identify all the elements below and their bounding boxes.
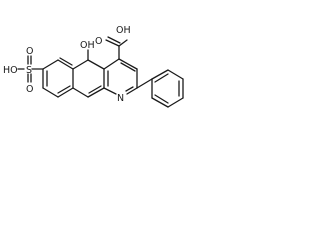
label-hydroxy: OH <box>80 40 95 51</box>
label-carboxyl-oh: OH <box>116 25 131 36</box>
bond-c-o-double-b <box>107 36 121 44</box>
bond-c-oh <box>118 39 128 47</box>
bond-pyr-1 <box>118 58 138 70</box>
bond-left-1-inner <box>59 57 73 66</box>
bond-left-5 <box>57 87 74 98</box>
label-sulfonyl-o-bottom: O <box>26 84 33 95</box>
bond-left-5-inner <box>57 85 71 94</box>
bond-pyr-3 <box>126 87 138 95</box>
label-nitrogen: N <box>117 93 124 104</box>
left-ring <box>42 57 74 98</box>
structure-svg: O OH N <box>3 25 184 108</box>
label-sulfur: S <box>26 65 32 76</box>
bond-pyr-4 <box>103 87 117 95</box>
bond-c-o-double-a <box>105 39 120 47</box>
middle-ring <box>72 59 105 98</box>
phenyl-ring <box>136 69 184 108</box>
bond-pyr-6 <box>103 58 120 70</box>
bond-pyr-3-inner <box>125 86 134 92</box>
label-sulfonyl-oh: HO <box>3 65 18 76</box>
bond-ph-1-inner <box>154 73 169 83</box>
bond-ph-5 <box>151 97 169 108</box>
hydroxy-group: OH <box>80 40 95 61</box>
bond-left-1 <box>57 59 74 70</box>
bond-mid-5-inner <box>88 85 102 94</box>
bond-mid-2 <box>72 59 89 70</box>
molecule-diagram: O OH N <box>0 0 244 148</box>
label-sulfonyl-o-top: O <box>26 46 33 57</box>
label-carboxyl-o: O <box>95 36 102 47</box>
bond-ph-5-inner <box>154 94 169 104</box>
sulfonic-acid-group: O S O HO <box>3 46 44 95</box>
bond-mid-5 <box>87 87 105 98</box>
bond-phenyl-link <box>136 78 153 89</box>
bond-pyr-1-inner <box>120 62 136 72</box>
bond-left-2 <box>42 59 59 70</box>
bond-ph-1 <box>151 69 169 80</box>
bond-mid-4 <box>72 87 89 98</box>
pyridine-ring: N <box>103 58 138 104</box>
bond-mid-1 <box>87 59 105 70</box>
bond-ph-4 <box>167 97 184 108</box>
bond-ph-2 <box>167 69 184 80</box>
carboxyl-group: O OH <box>95 25 131 60</box>
bond-left-4 <box>42 87 59 98</box>
